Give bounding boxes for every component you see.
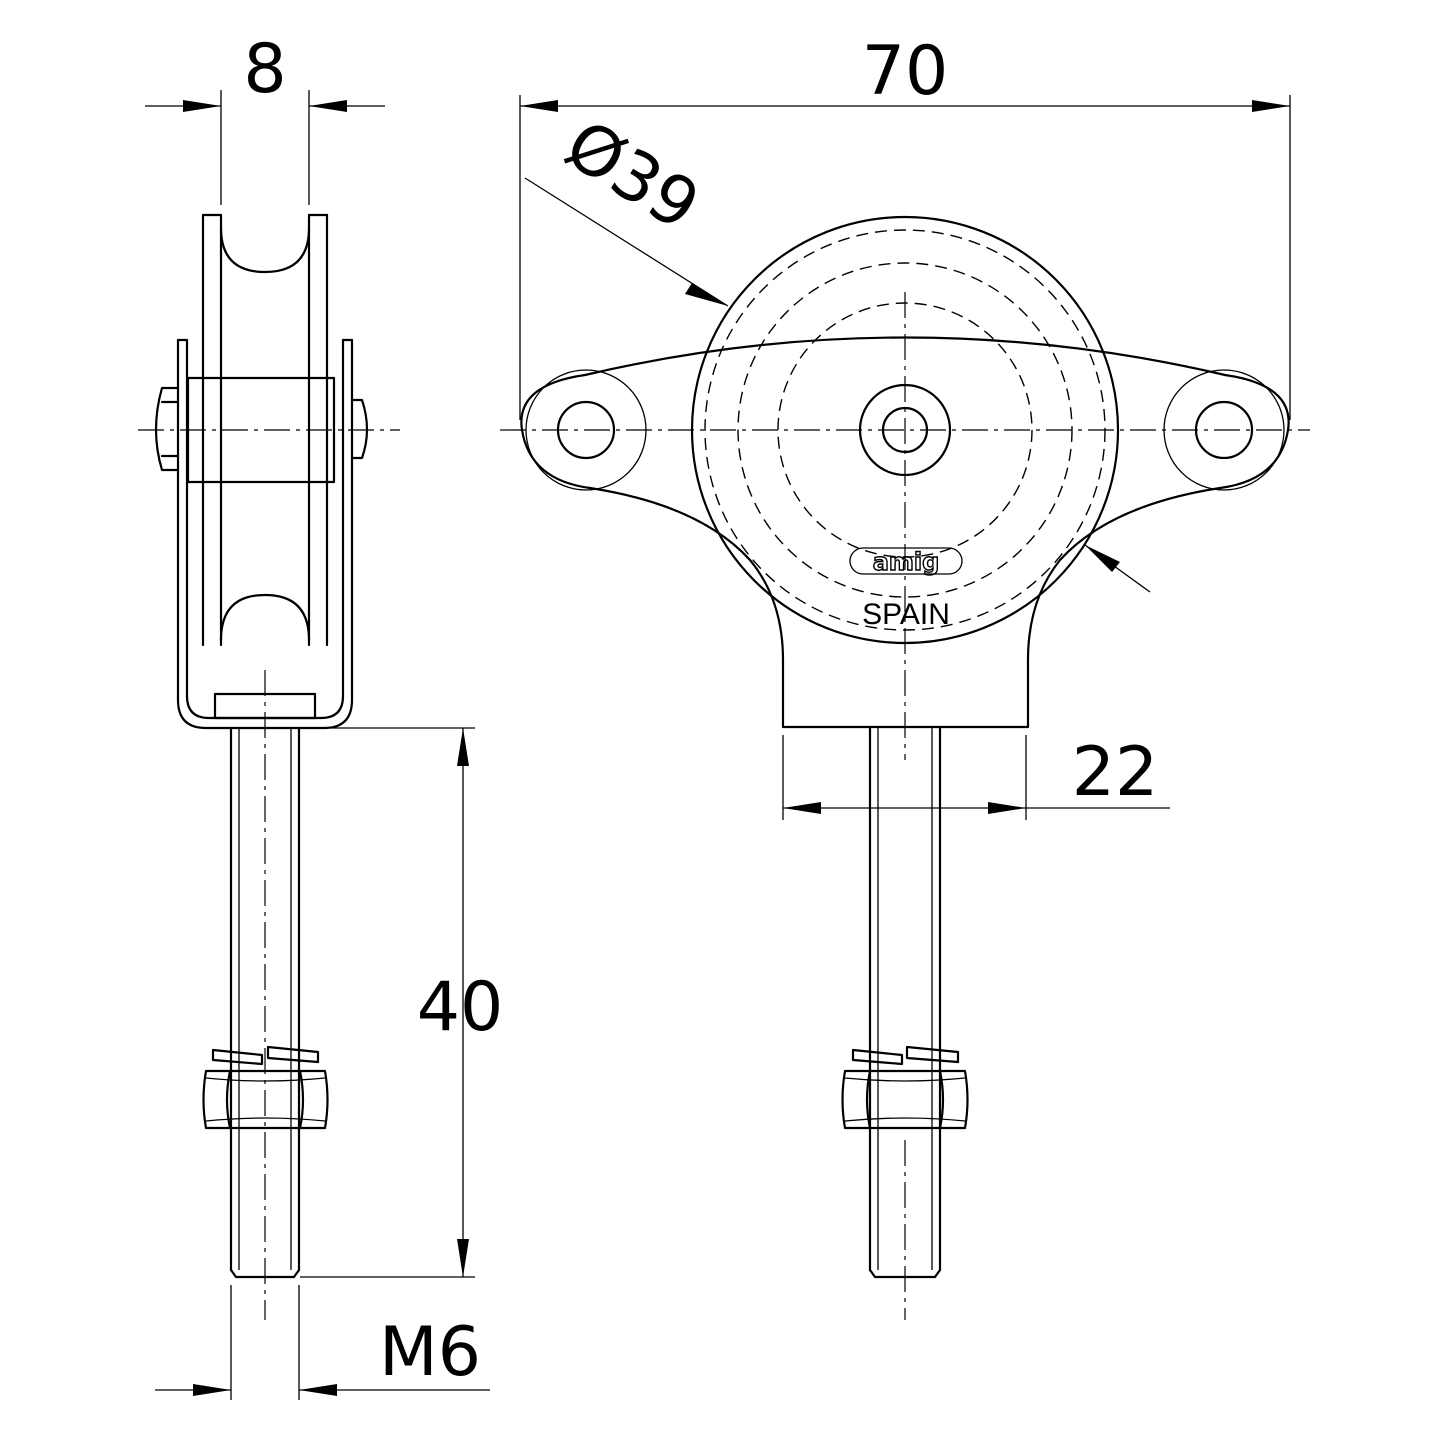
dimension-lines <box>145 90 1291 1400</box>
origin-marking: SPAIN <box>862 598 950 631</box>
dimension-wheel-diameter: Ø39 <box>552 105 713 246</box>
dimension-bracket-width: 22 <box>1072 733 1159 812</box>
side-view <box>138 213 400 1320</box>
front-view: amig SPAIN <box>500 215 1310 1320</box>
dimension-bolt-length: 40 <box>417 968 504 1047</box>
brand-logo-text: amig <box>873 548 940 576</box>
dimension-wheel-width: 8 <box>243 30 286 109</box>
brand-logo <box>849 547 963 575</box>
dimension-overall-width: 70 <box>862 32 949 111</box>
dimension-thread: M6 <box>379 1313 481 1392</box>
